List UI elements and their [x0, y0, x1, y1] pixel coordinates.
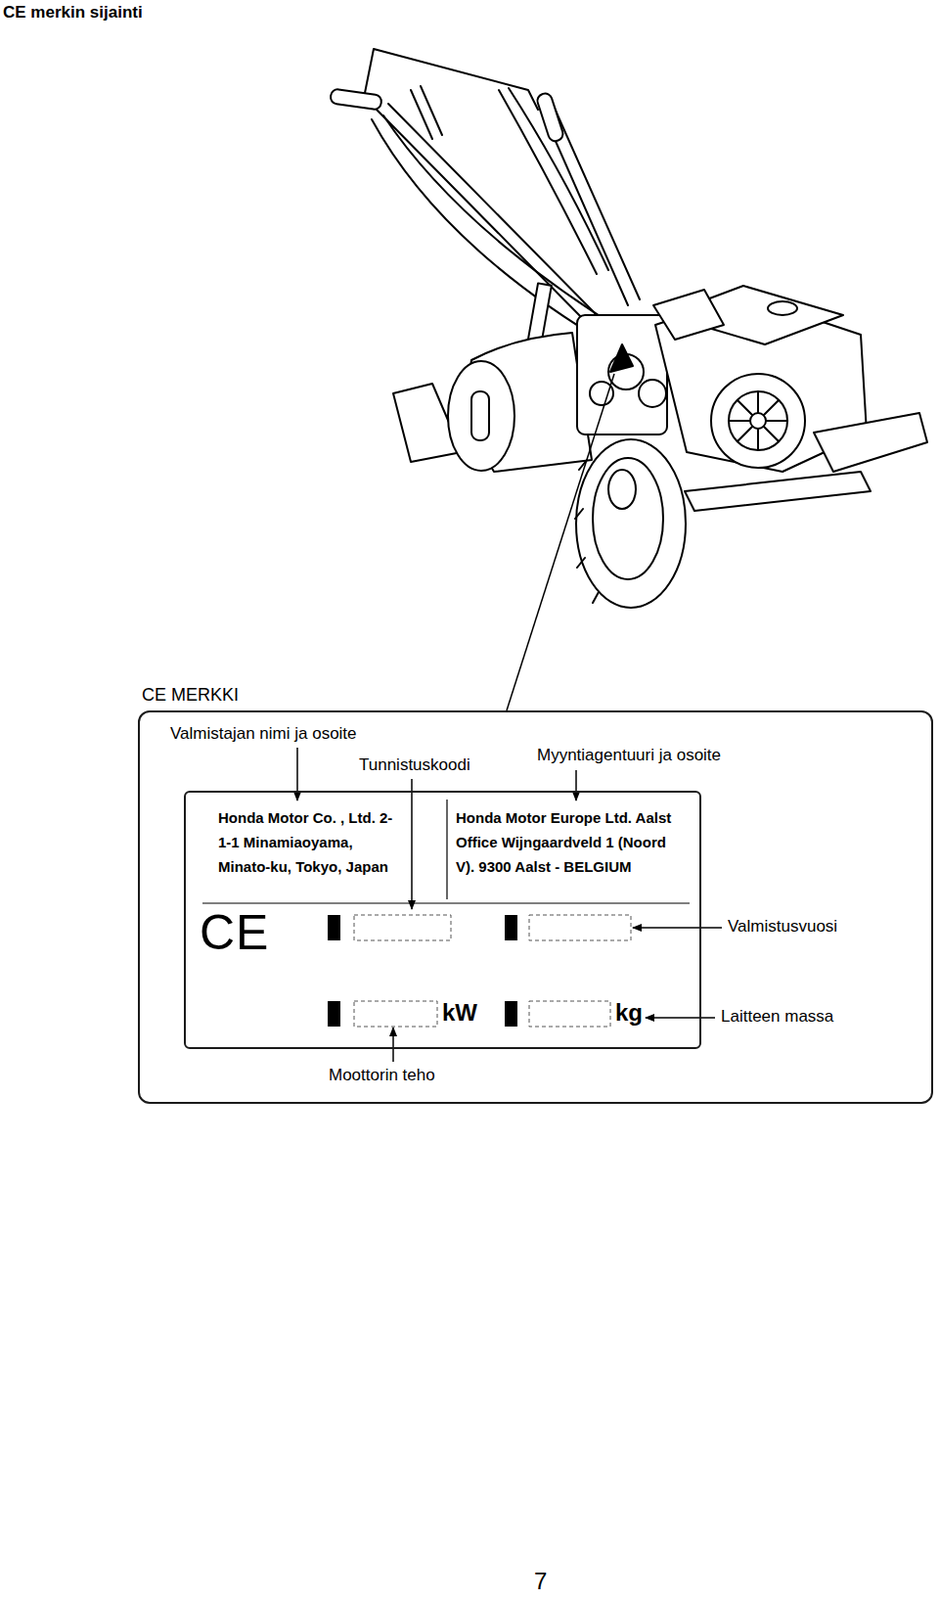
hood-end [447, 360, 515, 471]
callout-arrow [410, 778, 413, 909]
empty-field [354, 914, 451, 940]
field-marker [504, 914, 518, 940]
recoil-starter [711, 373, 805, 468]
field-marker [327, 914, 341, 940]
empty-field [529, 914, 631, 940]
unit-text: kW [442, 998, 478, 1028]
callout-label: Tunnistuskoodi [358, 755, 471, 775]
ce-label-plate: Honda Motor Co. , Ltd. 2-1-1 Minamiaoyam… [183, 790, 702, 1049]
hood-slot [471, 391, 490, 441]
air-cleaner [653, 289, 724, 340]
manufacturer-address: Honda Motor Co. , Ltd. 2-1-1 Minamiaoyam… [218, 804, 399, 879]
muffler [813, 412, 928, 472]
starter-hub [750, 412, 766, 429]
control-cable [498, 88, 609, 274]
callout-label: Laitteen massa [720, 1006, 834, 1027]
wheel-rim [592, 457, 664, 580]
unit-text: kg [615, 998, 643, 1028]
tiller-drawing [329, 48, 928, 608]
recoil-starter [728, 391, 788, 450]
transmission-case [577, 314, 668, 435]
label-position-mark [610, 344, 633, 372]
ce-symbol: CE [199, 907, 269, 957]
leader-line [506, 373, 615, 711]
handle-grip [536, 91, 566, 143]
handle-grip [329, 88, 383, 110]
wheel-tread [575, 459, 599, 603]
fuel-cap [767, 301, 798, 315]
field-marker [504, 1000, 518, 1027]
wheel-hub [608, 469, 636, 509]
divider-line [202, 901, 690, 903]
gear-cover [638, 379, 667, 407]
callout-label: Myyntiagentuuri ja osoite [536, 745, 721, 765]
callout-arrows [297, 747, 722, 1062]
starter-fan [728, 391, 788, 450]
page-number: 7 [534, 1566, 547, 1596]
engine-base [684, 471, 871, 511]
wheel-tyre [576, 439, 686, 608]
callout-arrow [575, 769, 578, 801]
sales-agent-address: Honda Motor Europe Ltd. Aalst Office Wij… [455, 804, 689, 879]
control-cable [371, 115, 626, 345]
callout-label: Valmistusvuosi [727, 916, 838, 937]
empty-field [354, 1000, 438, 1027]
control-lever [410, 86, 443, 139]
divider-line [446, 799, 448, 899]
callout-label: Moottorin teho [328, 1065, 436, 1085]
frame-heading: CE MERKKI [141, 684, 239, 707]
ce-mark-frame: Honda Motor Co. , Ltd. 2-1-1 Minamiaoyam… [137, 710, 934, 1104]
page-title: CE merkin sijainti [2, 2, 143, 23]
callout-arrow [632, 926, 722, 929]
callout-arrow [392, 1027, 395, 1062]
callout-arrow [645, 1016, 716, 1019]
empty-field [529, 1000, 611, 1027]
field-marker [327, 1000, 341, 1027]
gear-cover [589, 381, 614, 405]
callout-label: Valmistajan nimi ja osoite [170, 723, 358, 744]
handle-loop [363, 48, 538, 110]
